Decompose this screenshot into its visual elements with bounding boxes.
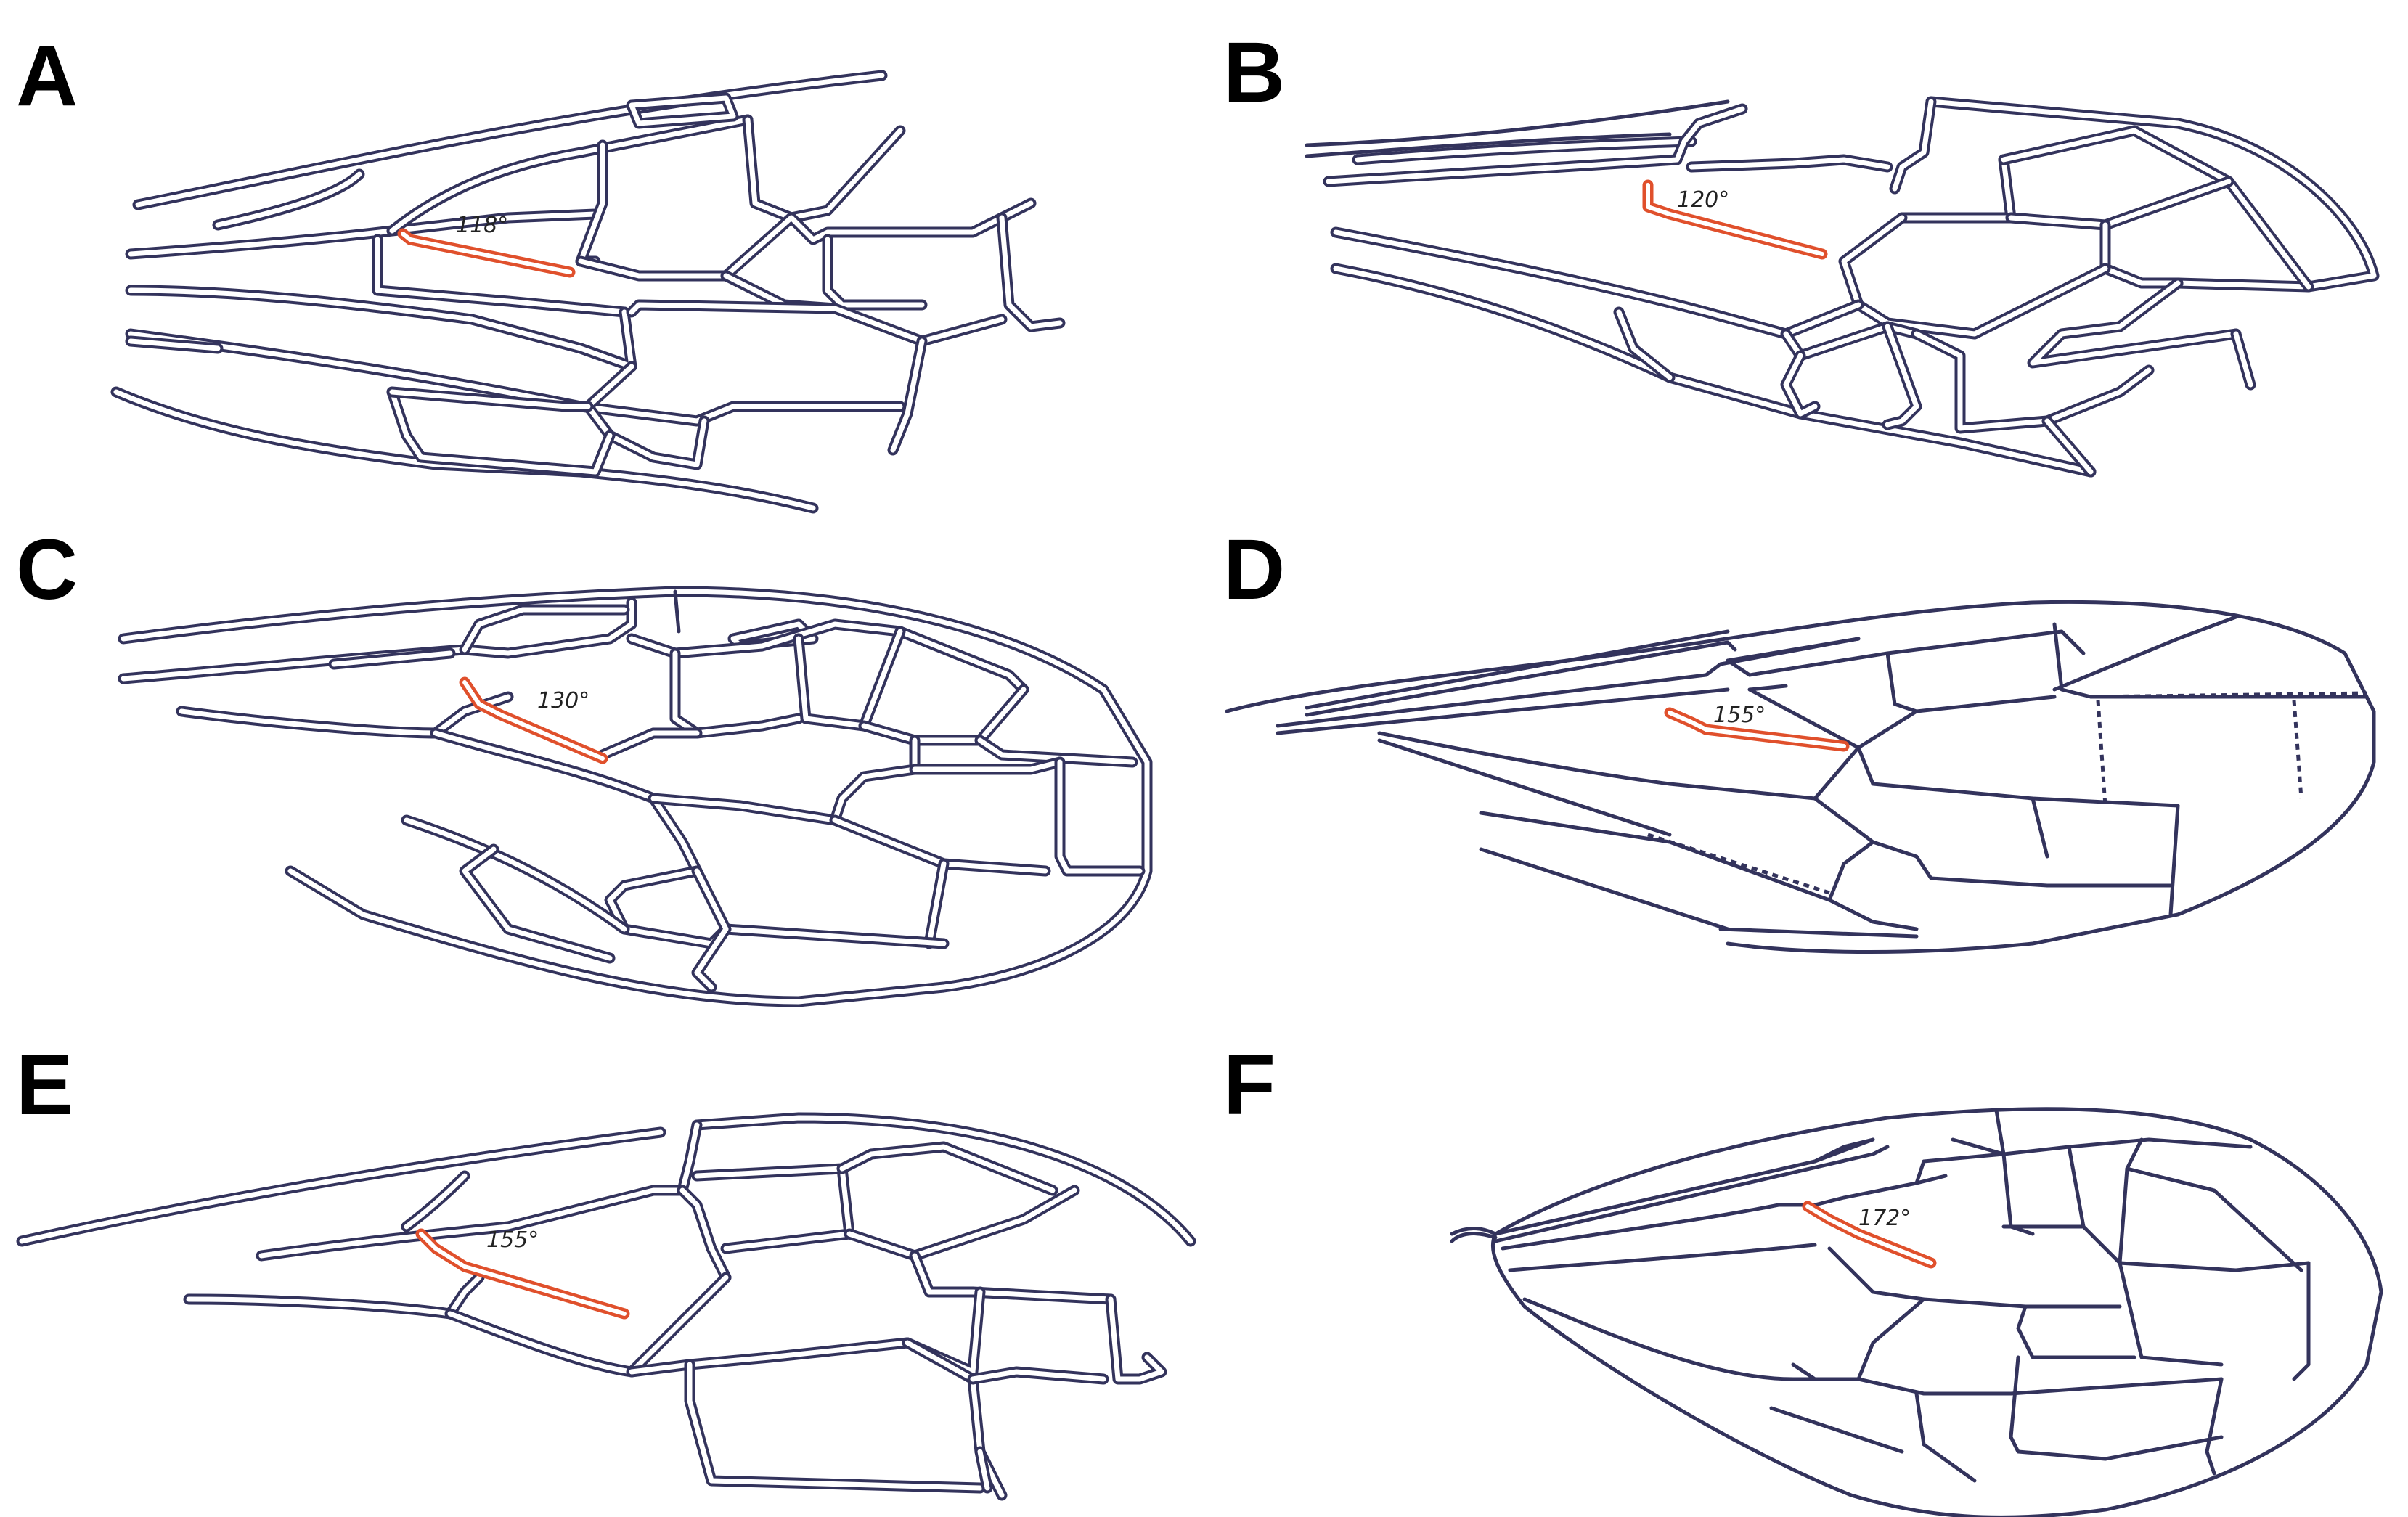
panel-e: E — [16, 1037, 1196, 1501]
panel-d: D — [1223, 522, 2376, 954]
panel-f-letter: F — [1223, 1037, 1276, 1133]
panel-c: C — [16, 522, 1153, 1007]
panel-f: F — [1223, 1037, 2383, 1517]
panel-d-letter: D — [1223, 522, 1285, 618]
panel-b-wing — [1305, 96, 2380, 478]
panel-f-angle: 172° — [1858, 1206, 1911, 1231]
panel-d-wing — [1225, 600, 2376, 954]
panel-a-wing — [110, 70, 1066, 514]
panel-b-angle: 120° — [1677, 187, 1729, 213]
panel-a-letter: A — [16, 28, 78, 124]
panel-f-wing — [1450, 1107, 2383, 1517]
panel-a-angle: 118° — [456, 213, 508, 238]
panel-b: B — [1223, 25, 2380, 478]
panel-c-letter: C — [16, 522, 78, 618]
panel-e-wing — [16, 1112, 1196, 1501]
panel-e-angle: 155° — [486, 1227, 539, 1253]
panel-c-angle: 130° — [537, 688, 589, 713]
panel-e-letter: E — [16, 1037, 73, 1133]
panel-c-wing — [118, 586, 1153, 1007]
panel-d-angle: 155° — [1713, 703, 1766, 728]
panel-a: A — [16, 28, 1066, 514]
panel-b-letter: B — [1223, 25, 1285, 120]
